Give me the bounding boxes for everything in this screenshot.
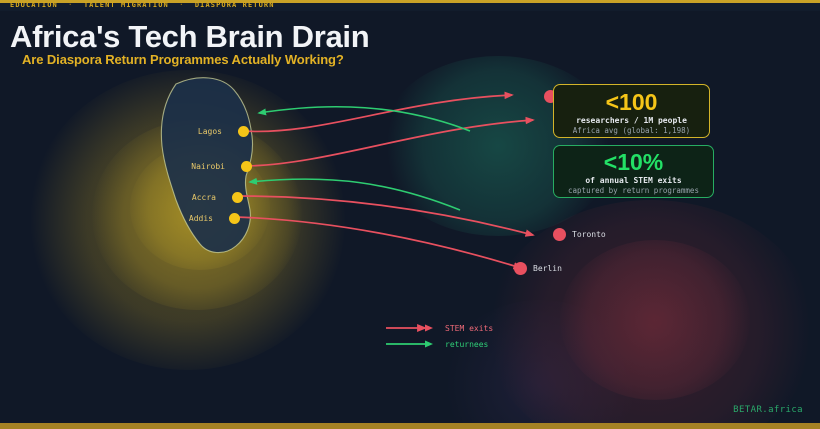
stat-subcaption-capture-rate: captured by return programmes xyxy=(568,186,699,195)
stat-value-researchers: <100 xyxy=(605,89,658,115)
bottom-rule xyxy=(0,423,820,429)
city-label-nairobi: Nairobi xyxy=(191,162,225,171)
flow-return-london-lagos xyxy=(257,105,471,132)
breadcrumb-item-education[interactable]: EDUCATION xyxy=(10,1,58,9)
city-dot-nairobi xyxy=(241,161,252,172)
stat-card-researchers: <100 researchers / 1M people Africa avg … xyxy=(553,84,710,138)
city-label-toronto: Toronto xyxy=(572,230,606,239)
legend-item-stem-exits: STEM exits xyxy=(385,320,493,336)
legend-item-returnees: returnees xyxy=(385,336,493,352)
stat-card-capture-rate: <10% of annual STEM exits captured by re… xyxy=(553,145,714,198)
city-dot-addis xyxy=(229,213,240,224)
city-dot-accra xyxy=(232,192,243,203)
legend-label-stem-exits: STEM exits xyxy=(445,323,494,333)
stat-subcaption-researchers: Africa avg (global: 1,198) xyxy=(572,126,691,135)
breadcrumb-item-talent-migration[interactable]: TALENT MIGRATION xyxy=(83,1,169,9)
flow-exit-lagos-london xyxy=(242,91,514,133)
flow-exit-addis-berlin xyxy=(234,216,523,270)
brand-watermark: BETAR.africa xyxy=(733,405,803,415)
legend-swatch-stem-exits xyxy=(386,324,433,332)
flow-exit-nairobi-london xyxy=(246,116,535,167)
flow-return-toronto-accra xyxy=(248,177,461,211)
stat-value-capture-rate: <10% xyxy=(603,149,664,175)
page-subtitle: Are Diaspora Return Programmes Actually … xyxy=(22,52,344,67)
city-label-lagos: Lagos xyxy=(197,127,222,136)
page-title: Africa's Tech Brain Drain xyxy=(10,19,370,54)
breadcrumb-separator-1: · xyxy=(68,1,74,9)
top-rule xyxy=(0,0,820,11)
legend-swatch-returnees xyxy=(386,340,433,348)
breadcrumb-item-diaspora-return[interactable]: DIASPORA RETURN xyxy=(194,1,275,9)
city-label-addis: Addis xyxy=(188,214,213,223)
legend: STEM exits returnees xyxy=(385,320,493,352)
breadcrumb: EDUCATION · TALENT MIGRATION · DIASPORA … xyxy=(10,1,275,9)
city-dot-lagos xyxy=(238,126,249,137)
flow-exit-accra-toronto xyxy=(237,195,535,237)
city-label-accra: Accra xyxy=(191,193,216,202)
city-dot-toronto xyxy=(553,228,566,241)
stat-caption-researchers: researchers / 1M people xyxy=(576,116,687,125)
city-label-berlin: Berlin xyxy=(533,264,562,273)
city-dot-berlin xyxy=(514,262,527,275)
breadcrumb-separator-2: · xyxy=(179,1,185,9)
stat-caption-capture-rate: of annual STEM exits xyxy=(585,176,682,185)
legend-label-returnees: returnees xyxy=(445,339,489,349)
